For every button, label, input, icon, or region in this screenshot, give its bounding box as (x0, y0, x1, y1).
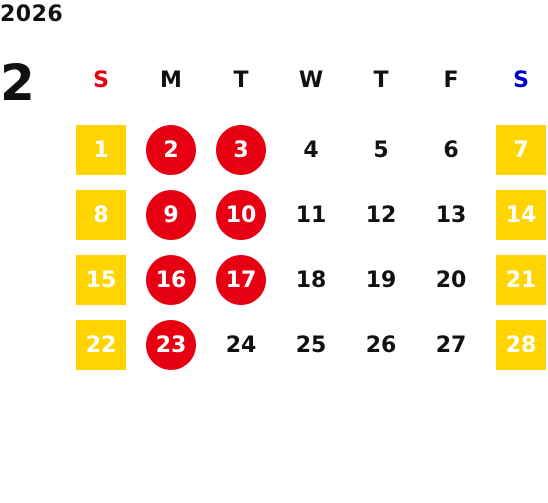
day-cell[interactable]: 24 (225, 332, 257, 358)
weekday-thursday: T (373, 67, 389, 93)
weekday-sunday: S (93, 67, 109, 93)
weekday-saturday: S (513, 67, 529, 93)
day-cell-weekend[interactable]: 14 (496, 190, 546, 240)
day-cell[interactable]: 5 (373, 137, 389, 163)
day-cell-holiday[interactable]: 10 (216, 190, 266, 240)
day-cell[interactable]: 18 (295, 267, 327, 293)
day-cell[interactable]: 27 (435, 332, 467, 358)
day-cell[interactable]: 6 (443, 137, 459, 163)
weekday-monday: M (160, 67, 182, 93)
week-row: 22 23 24 25 26 27 28 (66, 320, 546, 370)
day-cell[interactable]: 11 (295, 202, 327, 228)
day-cell-holiday[interactable]: 17 (216, 255, 266, 305)
day-cell-weekend[interactable]: 28 (496, 320, 546, 370)
day-cell-weekend[interactable]: 21 (496, 255, 546, 305)
week-row: 1 2 3 4 5 6 7 (66, 125, 546, 175)
weekday-tuesday: T (233, 67, 249, 93)
day-cell-weekend[interactable]: 8 (76, 190, 126, 240)
day-cell-weekend[interactable]: 22 (76, 320, 126, 370)
day-cell-holiday[interactable]: 23 (146, 320, 196, 370)
day-cell-holiday[interactable]: 3 (216, 125, 266, 175)
weekday-friday: F (443, 67, 459, 93)
day-cell-holiday[interactable]: 2 (146, 125, 196, 175)
day-cell-holiday[interactable]: 9 (146, 190, 196, 240)
month-number: 2 (0, 54, 35, 112)
day-cell-weekend[interactable]: 15 (76, 255, 126, 305)
day-cell[interactable]: 25 (295, 332, 327, 358)
day-cell[interactable]: 26 (365, 332, 397, 358)
day-cell[interactable]: 20 (435, 267, 467, 293)
day-cell[interactable]: 19 (365, 267, 397, 293)
day-cell[interactable]: 4 (303, 137, 319, 163)
day-cell[interactable]: 12 (365, 202, 397, 228)
weekday-wednesday: W (298, 67, 324, 93)
year-label: 2026 (0, 2, 64, 27)
day-cell-weekend[interactable]: 7 (496, 125, 546, 175)
day-cell[interactable]: 13 (435, 202, 467, 228)
day-cell-weekend[interactable]: 1 (76, 125, 126, 175)
week-row: 15 16 17 18 19 20 21 (66, 255, 546, 305)
day-cell-holiday[interactable]: 16 (146, 255, 196, 305)
week-row: 8 9 10 11 12 13 14 (66, 190, 546, 240)
